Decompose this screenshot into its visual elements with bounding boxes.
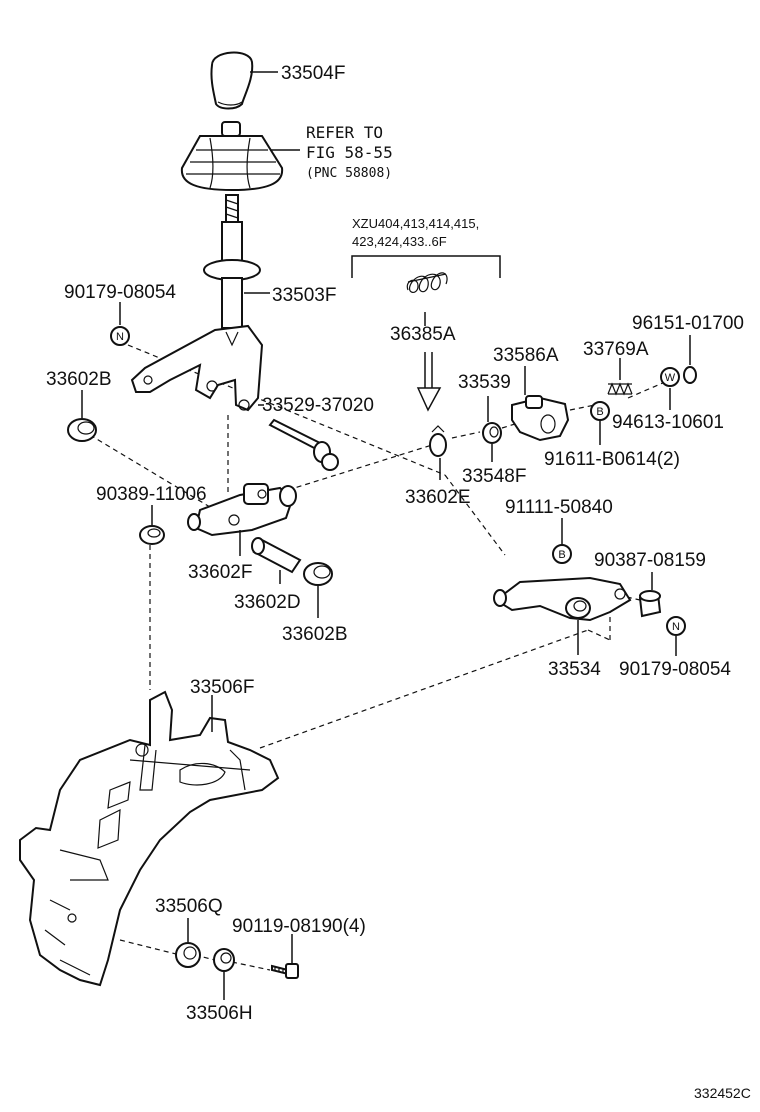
label-33504f: 33504F	[281, 63, 345, 84]
label-33529: 33529-37020	[262, 395, 374, 416]
label-94613: 94613-10601	[612, 412, 724, 433]
svg-text:(PNC 58808): (PNC 58808)	[306, 166, 392, 181]
lever-33586a	[511, 395, 570, 442]
pin-33529	[268, 418, 339, 471]
bracket-33506f	[19, 690, 280, 987]
arm-33534	[493, 576, 632, 622]
label-90179-upper: 90179-08054	[64, 282, 176, 303]
label-91111: 91111-50840	[505, 497, 613, 518]
svg-text:N: N	[672, 621, 680, 633]
bushing-33602b-upper	[67, 418, 97, 442]
bolt-90119	[271, 963, 299, 979]
label-96151: 96151-01700	[632, 313, 744, 334]
shift-lever-part	[130, 194, 264, 412]
bushing-90389	[139, 525, 165, 545]
callout-n-upper: N	[110, 326, 130, 346]
svg-text:W: W	[665, 372, 676, 384]
figure-id: 332452C	[694, 1085, 751, 1101]
callout-n-lower: N	[666, 616, 686, 636]
bushing-33602b-lower	[303, 562, 333, 586]
spring-33769a	[607, 382, 633, 396]
direction-arrow	[416, 352, 442, 412]
leader-lines	[81, 71, 691, 1000]
sleeve-33602d	[251, 537, 302, 574]
label-33548f: 33548F	[462, 466, 526, 487]
label-36385a: 36385A	[390, 324, 456, 345]
collar-33539	[482, 422, 502, 444]
shift-knob-part	[210, 51, 254, 110]
callout-b-upper: B	[590, 401, 610, 421]
label-90387: 90387-08159	[594, 550, 706, 571]
label-33602b-upper: 33602B	[46, 369, 112, 390]
label-90389: 90389-11006	[96, 484, 207, 505]
callout-w: W	[660, 367, 680, 387]
label-33503f: 33503F	[272, 285, 336, 306]
part-labels: 33504F 33503F 90179-08054 33602B 33529-3…	[46, 63, 744, 1024]
svg-text:N: N	[116, 331, 124, 343]
label-33506h: 33506H	[186, 1003, 253, 1024]
label-33602f: 33602F	[188, 562, 252, 583]
spring-36385a	[406, 272, 448, 293]
svg-text:REFER TO: REFER TO	[306, 123, 383, 142]
label-33506f: 33506F	[190, 677, 254, 698]
label-90119: 90119-08190(4)	[232, 916, 366, 937]
svg-text:B: B	[596, 406, 603, 418]
grommet-33506q	[175, 942, 201, 968]
refer-note: REFER TO FIG 58-55 (PNC 58808)	[306, 123, 393, 181]
svg-text:FIG 58-55: FIG 58-55	[306, 143, 393, 162]
snap-ring-96151	[683, 366, 697, 384]
label-33586a: 33586A	[493, 345, 559, 366]
applicability-note: XZU404,413,414,415, 423,424,433..6F	[352, 216, 479, 249]
svg-text:XZU404,413,414,415,: XZU404,413,414,415,	[352, 216, 479, 231]
label-33602d: 33602D	[234, 592, 301, 613]
callout-b-lower: B	[552, 544, 572, 564]
label-90179-lower: 90179-08054	[619, 659, 731, 680]
label-33769a: 33769A	[583, 339, 649, 360]
assembly-dashed-lines	[89, 344, 666, 971]
label-33539: 33539	[458, 372, 511, 393]
shift-boot-part	[180, 121, 284, 192]
label-33534: 33534	[548, 659, 601, 680]
label-33506q: 33506Q	[155, 896, 223, 917]
clip-33602e	[429, 425, 447, 457]
label-33602e: 33602E	[405, 487, 471, 508]
bushing-90387	[638, 590, 662, 618]
collar-33506h	[213, 948, 235, 972]
joint-assembly	[187, 483, 297, 537]
label-91611: 91611-B0614(2)	[544, 449, 680, 470]
svg-text:423,424,433..6F: 423,424,433..6F	[352, 234, 447, 249]
svg-text:B: B	[558, 549, 565, 561]
label-33602b-lower: 33602B	[282, 624, 348, 645]
